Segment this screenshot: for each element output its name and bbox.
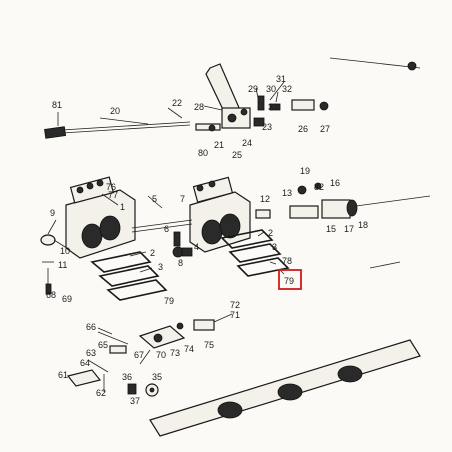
callout-67: 67 bbox=[134, 350, 144, 360]
carburetor-left bbox=[65, 176, 136, 259]
callout-29: 29 bbox=[248, 84, 258, 94]
callout-12: 12 bbox=[260, 194, 270, 204]
camshaft bbox=[149, 261, 421, 437]
callout-3-left: 3 bbox=[158, 262, 163, 272]
callout-82: 82 bbox=[314, 182, 324, 192]
callout-16: 16 bbox=[330, 178, 340, 188]
callout-72: 72 bbox=[230, 300, 240, 310]
callout-21: 21 bbox=[214, 140, 224, 150]
callout-65: 65 bbox=[98, 340, 108, 350]
callout-70: 70 bbox=[156, 350, 166, 360]
callout-27: 27 bbox=[320, 124, 330, 134]
center-small-parts bbox=[172, 231, 193, 258]
callout-69: 69 bbox=[62, 294, 72, 304]
callout-2-right: 2 bbox=[268, 228, 273, 238]
callout-81: 81 bbox=[52, 100, 62, 110]
callout-76: 76 bbox=[106, 182, 116, 192]
callout-labels: 81 20 22 28 29 31 30 32 33 23 26 27 80 2… bbox=[46, 74, 368, 406]
callout-79-highlighted: 79 bbox=[284, 276, 294, 286]
carburetor-right bbox=[189, 176, 251, 253]
gasket-stack-left bbox=[90, 251, 168, 301]
callout-19: 19 bbox=[300, 166, 310, 176]
callout-31: 31 bbox=[276, 74, 286, 84]
callout-23: 23 bbox=[262, 122, 272, 132]
callout-68: 68 bbox=[46, 290, 56, 300]
lower-left-parts bbox=[66, 359, 159, 397]
callout-2-left: 2 bbox=[150, 248, 155, 258]
callout-9: 9 bbox=[50, 208, 55, 218]
callout-78: 78 bbox=[282, 256, 292, 266]
callout-30: 30 bbox=[266, 84, 276, 94]
callout-75: 75 bbox=[204, 340, 214, 350]
highlight-box bbox=[278, 269, 302, 290]
callout-28: 28 bbox=[194, 102, 204, 112]
bellcrank-lever bbox=[205, 63, 251, 129]
gasket-stack-right bbox=[220, 229, 290, 277]
callout-4: 4 bbox=[194, 242, 199, 252]
callout-73: 73 bbox=[170, 348, 180, 358]
shaft-20 bbox=[44, 121, 191, 139]
plate-and-parts-lower bbox=[97, 319, 215, 354]
left-small-parts bbox=[40, 234, 56, 295]
callout-11: 11 bbox=[58, 260, 67, 270]
callout-71: 71 bbox=[230, 310, 240, 320]
callout-26: 26 bbox=[298, 124, 308, 134]
callout-77: 77 bbox=[108, 190, 118, 200]
callout-61: 61 bbox=[58, 370, 68, 380]
callout-20: 20 bbox=[110, 106, 120, 116]
callout-18: 18 bbox=[358, 220, 368, 230]
right-linkage bbox=[255, 182, 431, 219]
callout-66: 66 bbox=[86, 322, 96, 332]
linkage-small-parts bbox=[195, 95, 329, 132]
leader-lines bbox=[47, 81, 285, 365]
callout-74: 74 bbox=[184, 344, 194, 354]
callout-13: 13 bbox=[282, 188, 292, 198]
callout-35: 35 bbox=[152, 372, 162, 382]
callout-8: 8 bbox=[178, 258, 183, 268]
callout-80: 80 bbox=[198, 148, 208, 158]
callout-10: 10 bbox=[60, 246, 70, 256]
callout-22: 22 bbox=[172, 98, 182, 108]
callout-3-right: 3 bbox=[272, 242, 277, 252]
callout-17: 17 bbox=[344, 224, 354, 234]
callout-7: 7 bbox=[180, 194, 185, 204]
callout-1: 1 bbox=[120, 202, 125, 212]
callout-64: 64 bbox=[80, 358, 90, 368]
callout-36: 36 bbox=[122, 372, 132, 382]
callout-5: 5 bbox=[152, 194, 157, 204]
callout-15: 15 bbox=[326, 224, 336, 234]
callout-62: 62 bbox=[96, 388, 106, 398]
callout-25: 25 bbox=[232, 150, 242, 160]
callout-32: 32 bbox=[282, 84, 292, 94]
callout-63: 63 bbox=[86, 348, 96, 358]
callout-24: 24 bbox=[242, 138, 252, 148]
callout-6: 6 bbox=[164, 224, 169, 234]
callout-79-left: 79 bbox=[164, 296, 174, 306]
callout-37: 37 bbox=[130, 396, 140, 406]
callout-33: 33 bbox=[268, 102, 278, 112]
